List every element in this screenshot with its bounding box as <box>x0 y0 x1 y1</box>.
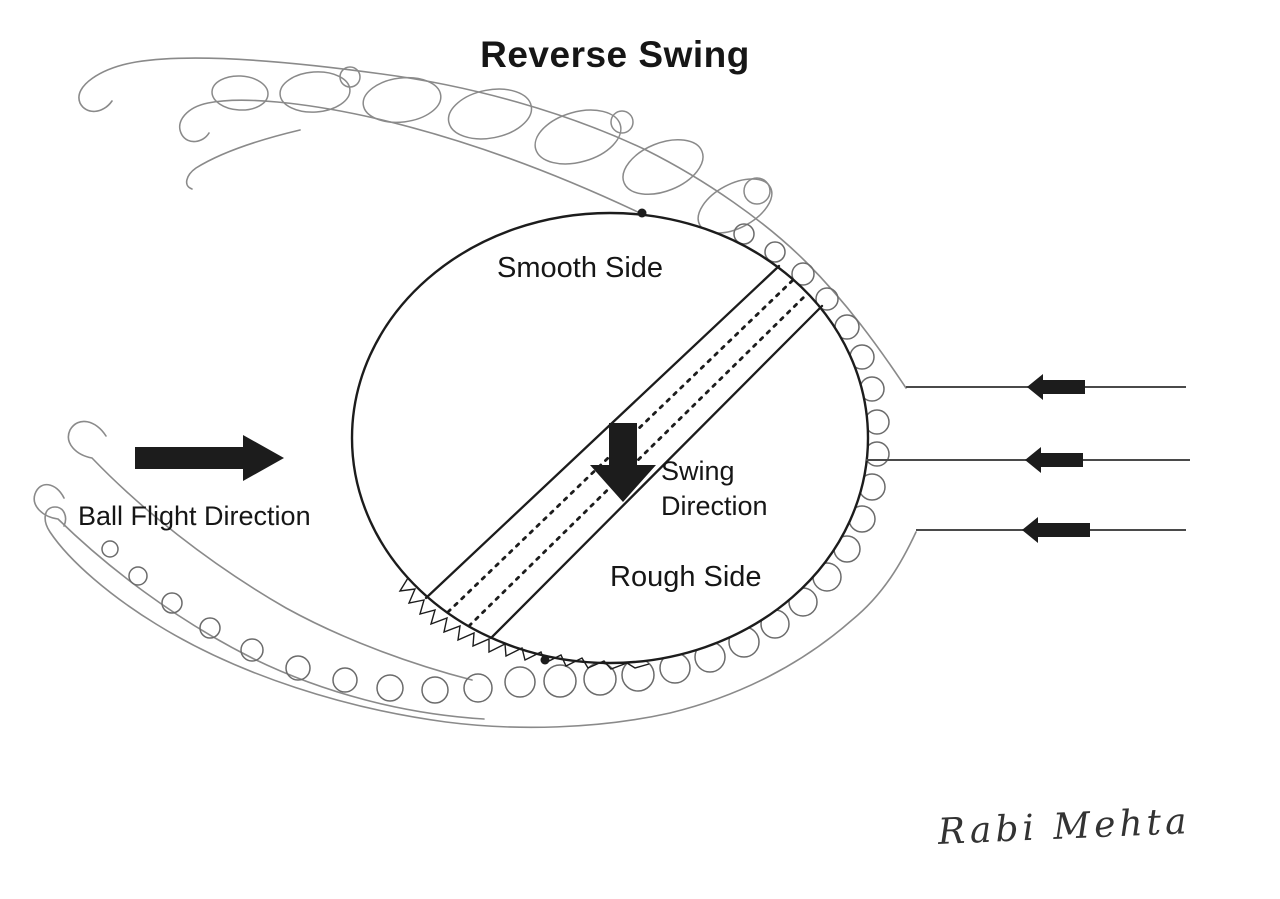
rough-texture-zigzag <box>398 577 650 670</box>
ball-edge-loop-chain <box>101 223 890 704</box>
swing-direction-label: Swing Direction <box>661 454 768 524</box>
swing-direction-line1: Swing <box>661 456 735 486</box>
airflow-arrow-icons <box>1022 374 1090 543</box>
smooth-side-label: Smooth Side <box>497 252 664 284</box>
ball-flight-arrow-icon <box>135 435 284 481</box>
top-wake-boundaries <box>78 57 907 389</box>
top-wake-scribbles <box>211 66 773 234</box>
swing-direction-arrow-icon <box>590 423 656 502</box>
separation-dots <box>540 208 647 665</box>
rough-side-label: Rough Side <box>610 561 762 593</box>
ball-flight-direction-label: Ball Flight Direction <box>78 501 311 531</box>
swing-direction-line2: Direction <box>661 491 768 521</box>
diagram-title: Reverse Swing <box>480 34 750 75</box>
